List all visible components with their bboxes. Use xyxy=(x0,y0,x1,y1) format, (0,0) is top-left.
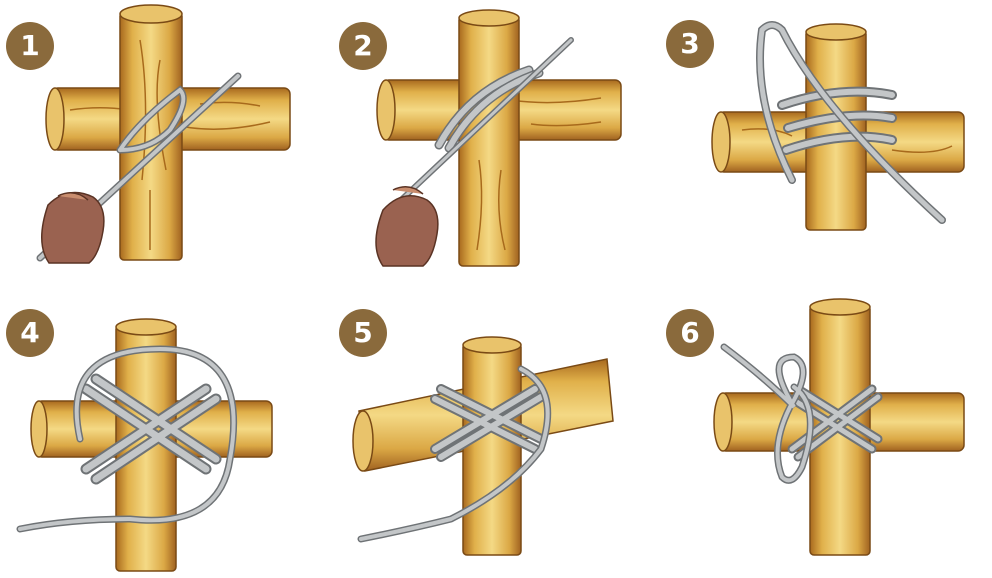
vertical-log xyxy=(463,337,521,555)
step-1-panel: 1 xyxy=(0,0,330,289)
step-number-badge: 4 xyxy=(6,309,54,357)
hand xyxy=(42,193,104,264)
step-number-badge: 6 xyxy=(666,309,714,357)
hand xyxy=(376,187,438,266)
vertical-log xyxy=(806,24,866,230)
step-2-panel: 2 xyxy=(331,0,661,289)
step-number-badge: 1 xyxy=(6,22,54,70)
step-5-panel: 5 xyxy=(331,289,661,578)
step-3-panel: 3 xyxy=(662,0,992,289)
step-number-badge: 3 xyxy=(666,20,714,68)
step-number-badge: 2 xyxy=(339,22,387,70)
step-6-panel: 6 xyxy=(662,289,992,578)
step-4-panel: 4 xyxy=(0,289,330,578)
step-number-badge: 5 xyxy=(339,309,387,357)
